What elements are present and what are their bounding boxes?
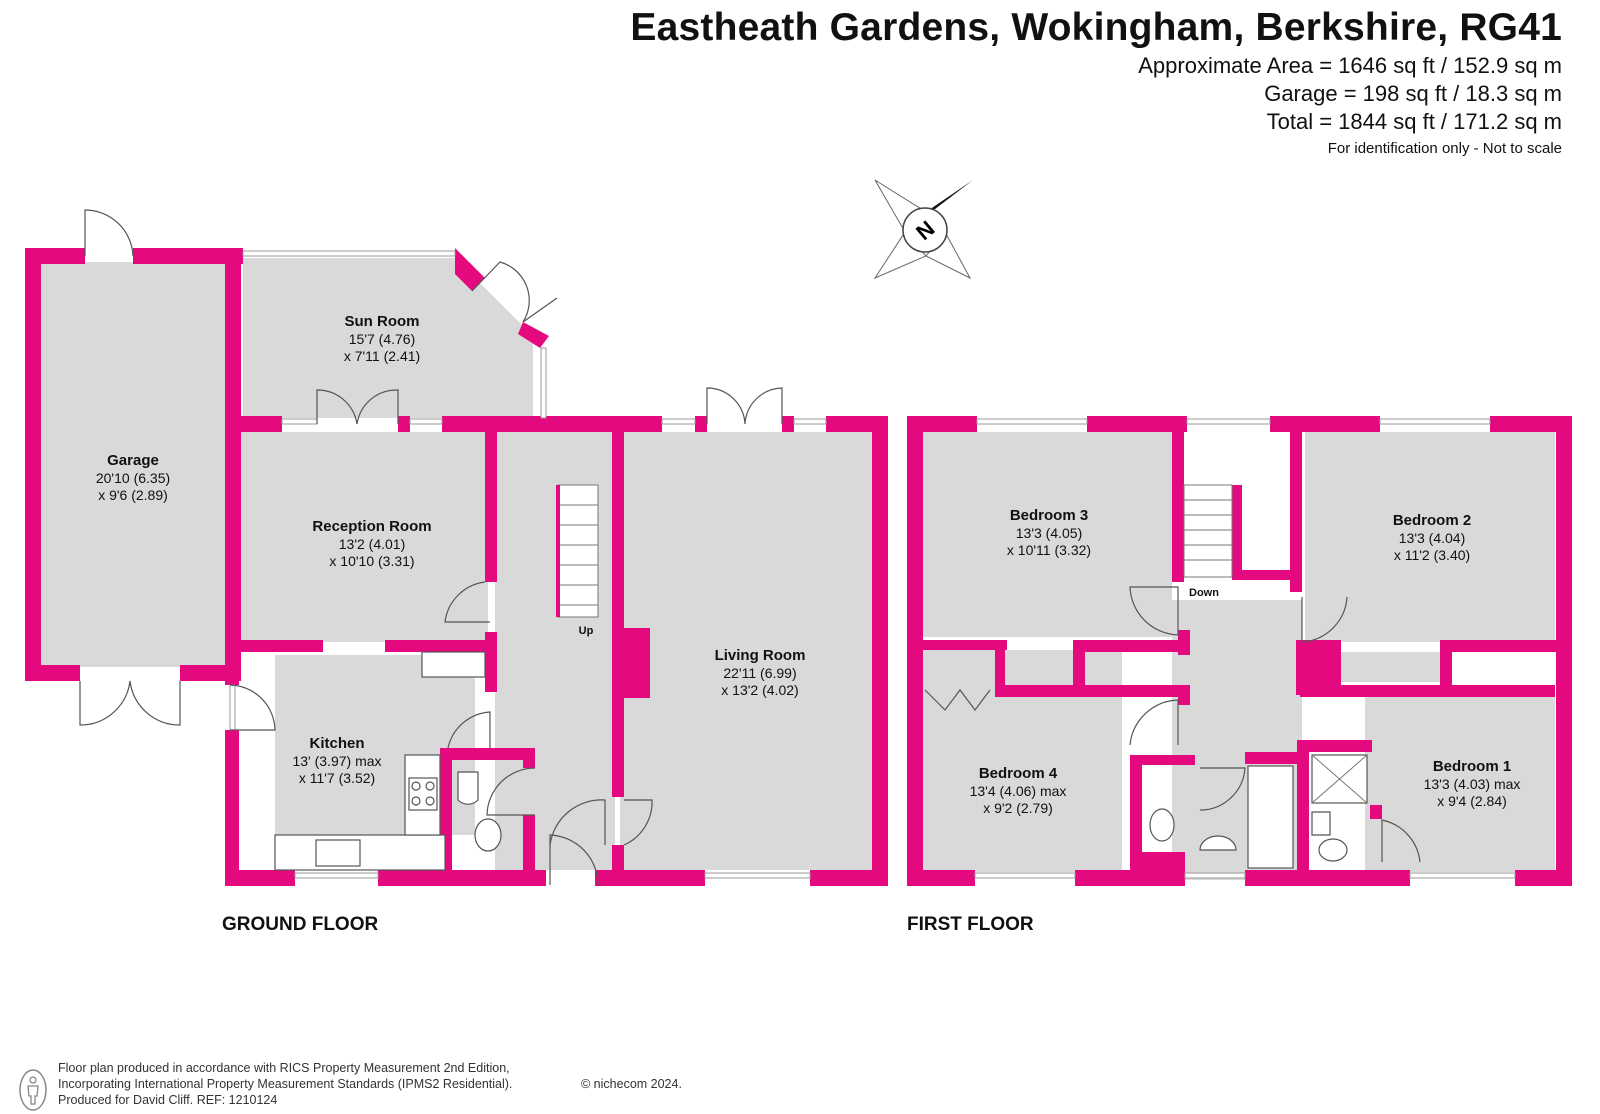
first-floor-rooms	[922, 432, 1555, 880]
approximate-area: Approximate Area = 1646 sq ft / 152.9 sq…	[1138, 53, 1562, 78]
svg-text:13'2 (4.01): 13'2 (4.01)	[339, 536, 406, 552]
toilet-icon-upstairs	[1149, 808, 1175, 842]
bath-icon	[1247, 765, 1294, 869]
label-garage: Garage 20'10 (6.35) x 9'6 (2.89)	[96, 452, 170, 503]
svg-text:x 9'4 (2.84): x 9'4 (2.84)	[1437, 793, 1507, 809]
basin-icon-ensuite	[1311, 811, 1331, 836]
first-floor-label: FIRST FLOOR	[907, 914, 1034, 935]
label-bedroom-2: Bedroom 2 13'3 (4.04) x 11'2 (3.40)	[1393, 512, 1471, 563]
svg-text:Bedroom 1: Bedroom 1	[1433, 758, 1511, 775]
svg-text:Bedroom 2: Bedroom 2	[1393, 512, 1471, 529]
toilet-icon-ensuite	[1318, 838, 1348, 862]
ground-floor-windows	[229, 250, 827, 879]
bedroom-2-floor	[1305, 432, 1555, 642]
footer: Floor plan produced in accordance with R…	[58, 1060, 682, 1108]
stairs-down-label: Down	[1189, 587, 1219, 599]
label-living-room: Living Room 22'11 (6.99) x 13'2 (4.02)	[715, 647, 806, 698]
copyright: © nichecom 2024.	[581, 1077, 682, 1091]
reception-room-floor	[238, 432, 488, 642]
bathroom-fixtures	[1149, 754, 1368, 869]
svg-text:x 10'10 (3.31): x 10'10 (3.31)	[329, 553, 414, 569]
first-floor-stairs	[1183, 484, 1233, 578]
svg-text:13'3 (4.04): 13'3 (4.04)	[1399, 530, 1466, 546]
ground-floor-doors	[79, 209, 783, 886]
ground-floor-rooms	[40, 258, 872, 870]
label-bedroom-3: Bedroom 3 13'3 (4.05) x 10'11 (3.32)	[1007, 507, 1091, 558]
property-title: Eastheath Gardens, Wokingham, Berkshire,…	[630, 6, 1562, 49]
sink-icon	[315, 839, 361, 867]
svg-text:13'4 (4.06) max: 13'4 (4.06) max	[970, 783, 1067, 799]
header: Eastheath Gardens, Wokingham, Berkshire,…	[630, 4, 1562, 160]
utility-worktop	[421, 651, 486, 678]
label-kitchen: Kitchen 13' (3.97) max x 11'7 (3.52)	[292, 735, 381, 786]
footer-line-1: Floor plan produced in accordance with R…	[58, 1061, 510, 1075]
svg-text:Garage: Garage	[107, 452, 159, 469]
basin-icon-upstairs	[1199, 835, 1237, 851]
footer-line-2: Incorporating International Property Mea…	[58, 1077, 513, 1091]
north-compass-icon: N	[873, 179, 973, 280]
svg-text:22'11 (6.99): 22'11 (6.99)	[723, 665, 796, 681]
ground-floor-label: GROUND FLOOR	[222, 914, 379, 935]
svg-text:x 13'2 (4.02): x 13'2 (4.02)	[721, 682, 798, 698]
svg-text:13'3 (4.05): 13'3 (4.05)	[1016, 525, 1083, 541]
label-sun-room: Sun Room 15'7 (4.76) x 7'11 (2.41)	[344, 313, 420, 364]
label-bedroom-1: Bedroom 1 13'3 (4.03) max x 9'4 (2.84)	[1424, 758, 1521, 809]
svg-text:x 11'7 (3.52): x 11'7 (3.52)	[299, 770, 375, 786]
ground-floor-stairs	[556, 484, 599, 618]
first-floor-windows	[974, 418, 1516, 879]
svg-text:Bedroom 3: Bedroom 3	[1010, 507, 1088, 524]
toilet-icon	[474, 818, 502, 852]
svg-text:Living Room: Living Room	[715, 647, 806, 664]
svg-text:15'7 (4.76): 15'7 (4.76)	[349, 331, 416, 347]
svg-text:Bedroom 4: Bedroom 4	[979, 765, 1058, 782]
kitchen-fixtures	[274, 651, 502, 871]
svg-text:x 9'6 (2.89): x 9'6 (2.89)	[98, 487, 168, 503]
label-bedroom-4: Bedroom 4 13'4 (4.06) max x 9'2 (2.79)	[970, 765, 1067, 816]
footer-line-3: Produced for David Cliff. REF: 1210124	[58, 1093, 278, 1107]
garage-floor	[40, 262, 225, 667]
total-area: Total = 1844 sq ft / 171.2 sq m	[1266, 109, 1562, 134]
basin-icon	[457, 771, 479, 805]
svg-text:x 7'11 (2.41): x 7'11 (2.41)	[344, 348, 420, 364]
svg-text:Kitchen: Kitchen	[309, 735, 364, 752]
svg-text:13' (3.97) max: 13' (3.97) max	[292, 753, 381, 769]
svg-text:Sun Room: Sun Room	[345, 313, 420, 330]
stairs-up-label: Up	[579, 625, 594, 637]
label-reception-room: Reception Room 13'2 (4.01) x 10'10 (3.31…	[312, 518, 431, 569]
wardrobe-floor	[1005, 650, 1080, 685]
living-room-floor	[620, 432, 872, 870]
first-floor-doors	[924, 586, 1421, 863]
bedroom-3-floor	[922, 432, 1172, 637]
ground-floor-walls	[25, 248, 888, 886]
svg-text:x 11'2 (3.40): x 11'2 (3.40)	[1394, 547, 1470, 563]
bedroom-1-floor	[1365, 695, 1555, 872]
svg-text:20'10 (6.35): 20'10 (6.35)	[96, 470, 170, 486]
svg-text:Reception Room: Reception Room	[312, 518, 431, 535]
garage-area: Garage = 198 sq ft / 18.3 sq m	[1264, 81, 1562, 106]
scale-note: For identification only - Not to scale	[1327, 140, 1562, 157]
first-floor-walls	[907, 416, 1572, 886]
svg-text:x 9'2 (2.79): x 9'2 (2.79)	[983, 800, 1053, 816]
svg-text:x 10'11 (3.32): x 10'11 (3.32)	[1007, 542, 1091, 558]
sun-room-floor	[243, 258, 533, 418]
svg-text:13'3 (4.03) max: 13'3 (4.03) max	[1424, 776, 1521, 792]
person-icon	[19, 1069, 47, 1111]
wardrobe-2-floor	[1340, 652, 1440, 682]
